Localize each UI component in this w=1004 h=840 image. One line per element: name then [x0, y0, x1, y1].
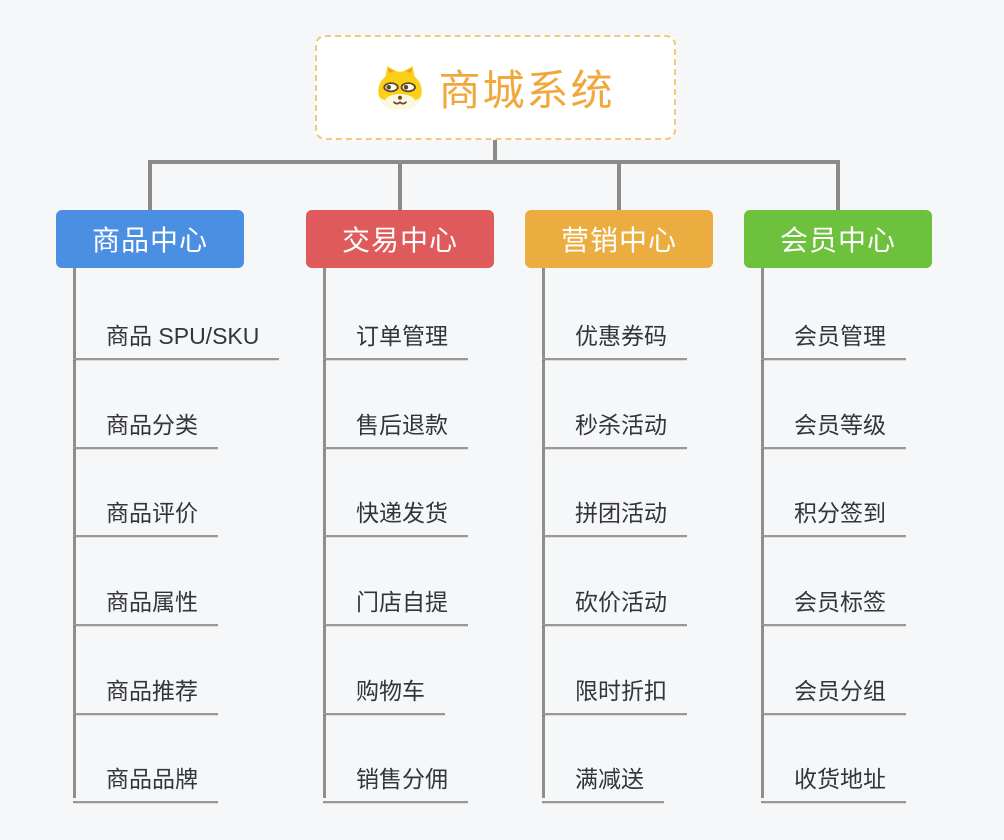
leaf-node[interactable]: 销售分佣: [323, 760, 468, 803]
leaf-node[interactable]: 会员标签: [761, 583, 906, 626]
leaf-node[interactable]: 快递发货: [323, 494, 468, 537]
leaf-node[interactable]: 拼团活动: [542, 494, 687, 537]
leaf-node[interactable]: 砍价活动: [542, 583, 687, 626]
branch-node-3[interactable]: 会员中心: [744, 210, 932, 268]
root-node[interactable]: 商城系统: [315, 35, 676, 140]
leaf-node[interactable]: 满减送: [542, 760, 664, 803]
branch-label: 会员中心: [779, 225, 896, 256]
leaf-node[interactable]: 限时折扣: [542, 672, 687, 715]
leaf-node[interactable]: 订单管理: [323, 317, 468, 360]
branch-node-1[interactable]: 交易中心: [306, 210, 494, 268]
branch-node-2[interactable]: 营销中心: [525, 210, 713, 268]
leaf-node[interactable]: 商品评价: [73, 494, 218, 537]
leaf-node[interactable]: 收货地址: [761, 760, 906, 803]
branch-spine-0: [73, 268, 76, 798]
branch-node-0[interactable]: 商品中心: [56, 210, 244, 268]
leaf-node[interactable]: 优惠券码: [542, 317, 687, 360]
connector-branch-drop-1: [398, 160, 402, 210]
dog-mascot-icon: [378, 65, 423, 110]
connector-branch-drop-0: [148, 160, 152, 210]
leaf-node[interactable]: 商品推荐: [73, 672, 218, 715]
leaf-node[interactable]: 商品分类: [73, 406, 218, 449]
leaf-node[interactable]: 商品 SPU/SKU: [73, 317, 280, 360]
leaf-node[interactable]: 会员管理: [761, 317, 906, 360]
leaf-node[interactable]: 购物车: [323, 672, 445, 715]
branch-label: 商品中心: [91, 225, 208, 256]
connector-rail: [148, 160, 840, 164]
leaf-node[interactable]: 售后退款: [323, 406, 468, 449]
leaf-node[interactable]: 商品属性: [73, 583, 218, 626]
branch-spine-3: [761, 268, 764, 798]
connector-branch-drop-2: [617, 160, 621, 210]
connector-root-drop: [493, 140, 497, 164]
leaf-node[interactable]: 积分签到: [761, 494, 906, 537]
leaf-node[interactable]: 门店自提: [323, 583, 468, 626]
branch-spine-1: [323, 268, 326, 798]
branch-label: 营销中心: [560, 225, 677, 256]
branch-spine-2: [542, 268, 545, 798]
leaf-node[interactable]: 会员等级: [761, 406, 906, 449]
leaf-node[interactable]: 商品品牌: [73, 760, 218, 803]
root-title: 商城系统: [438, 67, 615, 114]
connector-branch-drop-3: [836, 160, 840, 210]
leaf-node[interactable]: 秒杀活动: [542, 406, 687, 449]
branch-label: 交易中心: [341, 225, 458, 256]
leaf-node[interactable]: 会员分组: [761, 672, 906, 715]
